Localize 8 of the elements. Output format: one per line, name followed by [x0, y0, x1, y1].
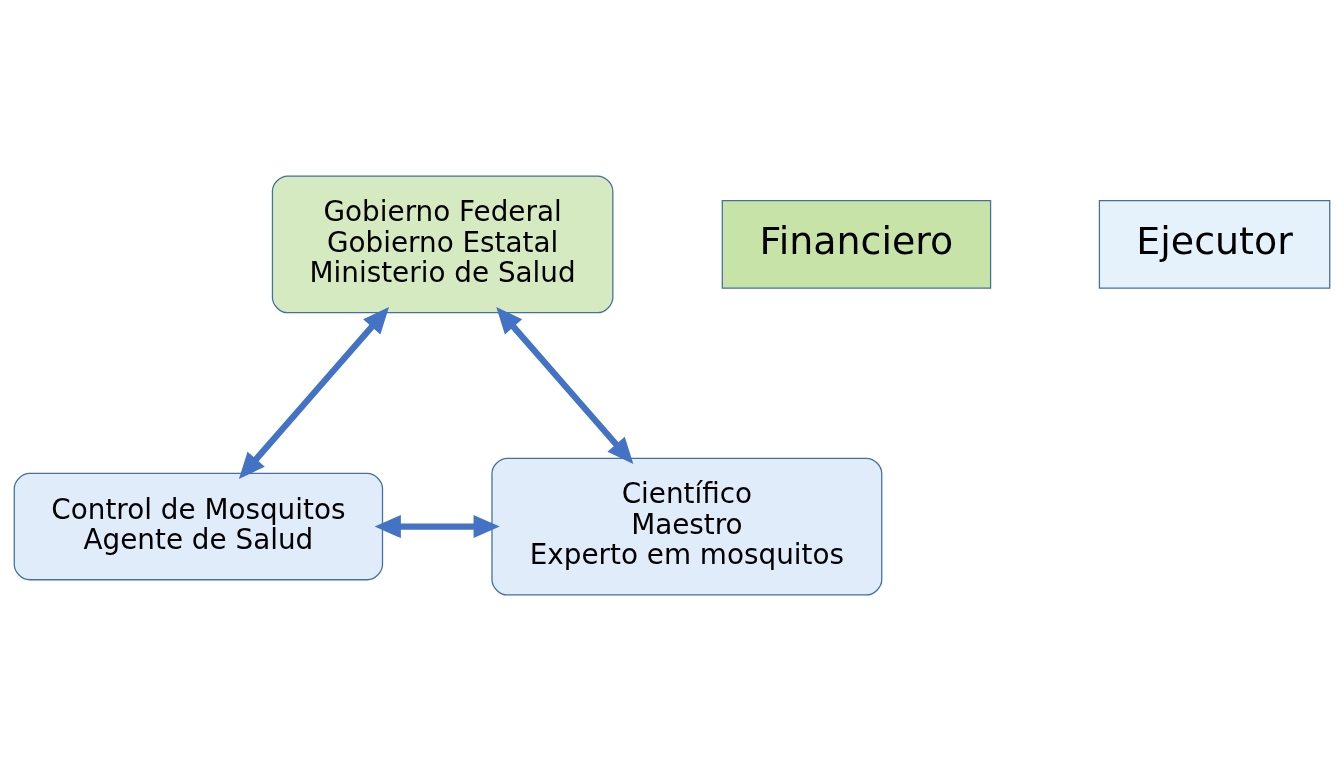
arrow — [238, 307, 389, 479]
arrow — [496, 307, 634, 465]
node-box: Control de Mosquitos Agente de Salud — [13, 472, 384, 581]
node-box: Gobierno Federal Gobierno Estatal Ministerio de Salud — [271, 175, 614, 314]
arrow — [374, 515, 500, 539]
node-box: Científico Maestro Experto em mosquitos — [491, 457, 883, 596]
node-box: Ejecutor — [1098, 200, 1331, 289]
node-box: Financiero — [721, 200, 992, 289]
